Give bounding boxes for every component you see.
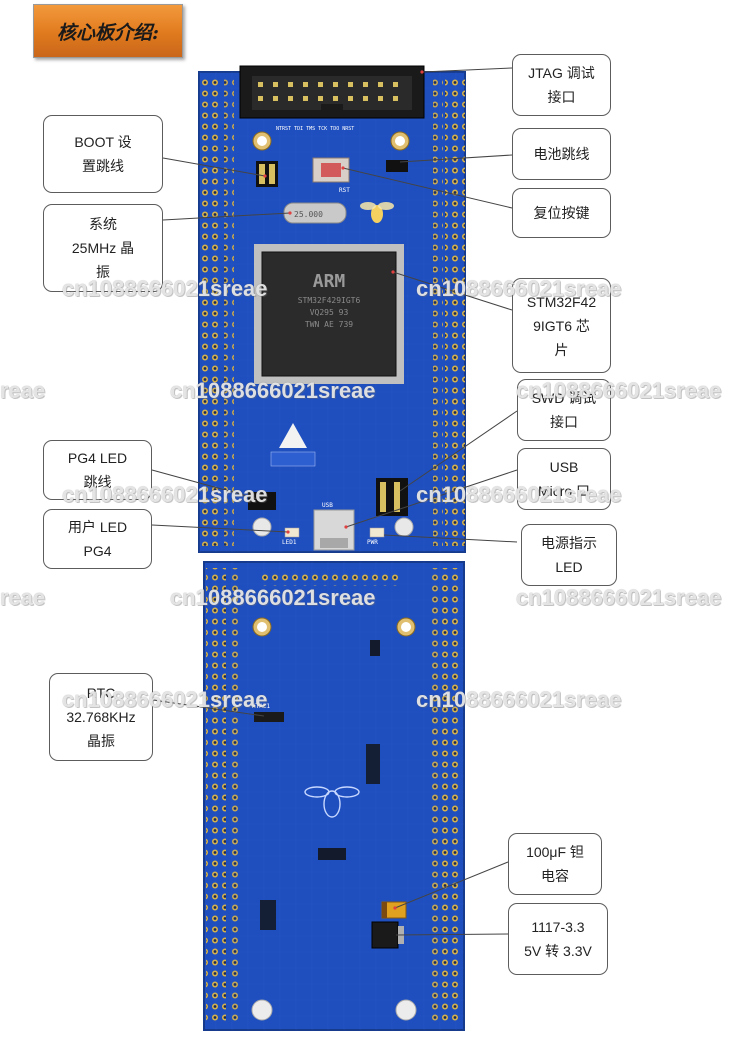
- jtag-pin: [393, 96, 398, 101]
- jtag-pin: [348, 82, 353, 87]
- power-led: [369, 527, 385, 538]
- jtag-pin: [303, 96, 308, 101]
- callout-battery-jumper: 电池跳线: [512, 128, 611, 180]
- pin-header-right: [445, 78, 465, 546]
- svg-text:PWR: PWR: [367, 539, 378, 546]
- pin-header-left: [201, 78, 221, 546]
- header-banner: 核心板介绍:: [33, 4, 183, 58]
- callout-regulator: 1117-3.3 5V 转 3.3V: [508, 903, 608, 975]
- bottom-board: XTAL1: [203, 561, 465, 1031]
- jtag-pin: [258, 96, 263, 101]
- jtag-pin: [273, 82, 278, 87]
- hornet-logo: [360, 202, 394, 223]
- stm32-chip: ARM STM32F429IGT6 VQ295 93 TWN AE 739: [254, 244, 404, 384]
- battery-jumper: [386, 160, 408, 172]
- svg-text:STM32F429IGT6: STM32F429IGT6: [298, 296, 361, 305]
- boot-jumper: [256, 161, 278, 187]
- tantalum-capacitor: [381, 901, 407, 919]
- callout-reset-button: 复位按键: [512, 188, 611, 238]
- jtag-pin: [348, 96, 353, 101]
- callout-boot-jumper: BOOT 设 置跳线: [43, 115, 163, 193]
- jtag-silkscreen: NTRST TDI TMS TCK TDO NRST: [276, 126, 354, 132]
- usb-micro-connector: [313, 509, 355, 551]
- callout-jtag: JTAG 调试 接口: [512, 54, 611, 116]
- jtag-pin: [378, 96, 383, 101]
- jtag-pin: [378, 82, 383, 87]
- jtag-pin: [273, 96, 278, 101]
- reset-button: [312, 157, 350, 183]
- svg-text:VQ295 93: VQ295 93: [310, 308, 349, 317]
- jtag-pin: [393, 82, 398, 87]
- leader-dots: [263, 70, 424, 910]
- callout-power-led: 电源指示 LED: [521, 524, 617, 586]
- jtag-pin: [258, 82, 263, 87]
- header-title: 核心板介绍:: [56, 21, 159, 44]
- callout-user-led: 用户 LED PG4: [43, 509, 152, 569]
- svg-text:LED1: LED1: [282, 539, 297, 546]
- esd-mark: [279, 423, 307, 448]
- user-led: [284, 527, 300, 538]
- jtag-pin: [363, 82, 368, 87]
- svg-text:25.000: 25.000: [294, 210, 323, 219]
- svg-text:ARM: ARM: [313, 271, 346, 292]
- jtag-connector: [239, 65, 425, 119]
- rtc-crystal: [254, 712, 284, 722]
- svg-text:USB: USB: [322, 502, 333, 509]
- svg-text:TWN AE 739: TWN AE 739: [305, 320, 353, 329]
- jtag-pin: [288, 82, 293, 87]
- callout-swd: SWD 调试 接口: [517, 379, 611, 441]
- callout-usb: USB Micro 口: [517, 448, 611, 510]
- jtag-pin: [318, 82, 323, 87]
- rst-silkscreen: RST: [339, 187, 350, 194]
- leader-lines: [151, 67, 518, 936]
- top-board: NTRST TDI TMS TCK TDO NRST RST 25.000: [198, 65, 466, 553]
- jtag-pin: [333, 96, 338, 101]
- jtag-pin: [288, 96, 293, 101]
- pg4-jumper: [248, 492, 276, 510]
- jtag-pin: [363, 96, 368, 101]
- callout-25mhz-crystal: 系统 25MHz 晶 振: [43, 204, 163, 292]
- crystal-25mhz: 25.000: [283, 202, 347, 224]
- jtag-pin: [333, 82, 338, 87]
- svg-text:XTAL1: XTAL1: [252, 703, 270, 710]
- callout-stm32-chip: STM32F42 9IGT6 芯 片: [512, 278, 611, 373]
- jtag-pin: [318, 96, 323, 101]
- callout-rtc-crystal: RTC 32.768KHz 晶振: [49, 673, 153, 761]
- hornet-outline: [304, 786, 360, 818]
- jtag-pin: [303, 82, 308, 87]
- swd-header: [376, 478, 408, 516]
- callout-tantalum-capacitor: 100μF 钽 电容: [508, 833, 602, 895]
- callout-pg4-jumper: PG4 LED 跳线: [43, 440, 152, 500]
